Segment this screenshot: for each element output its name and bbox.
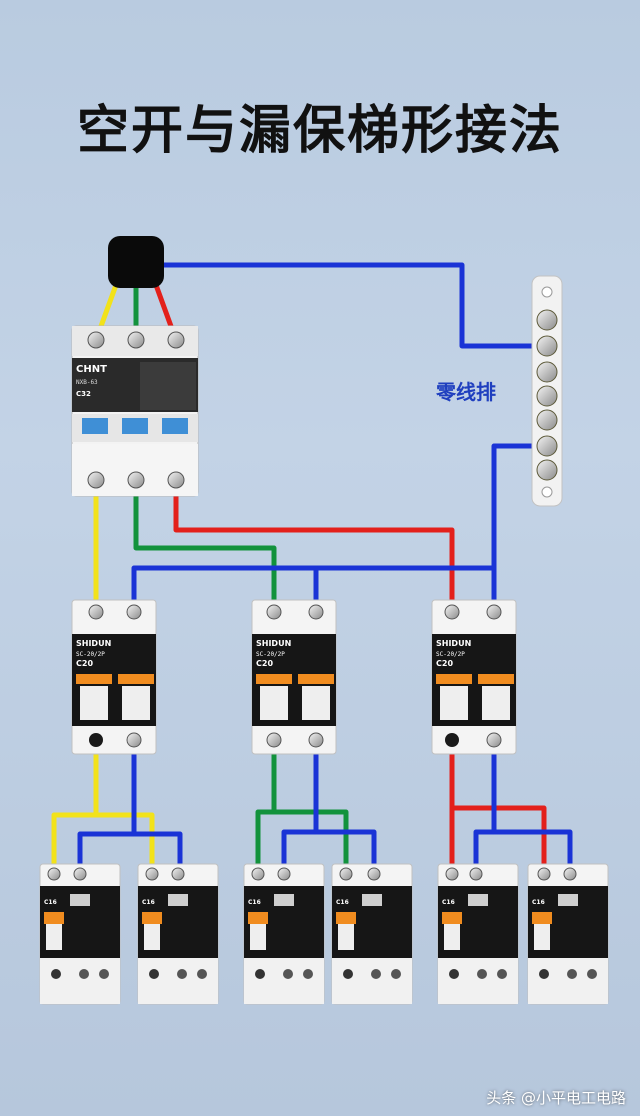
main-breaker-rating: C32: [76, 390, 91, 398]
branch-breaker-3: SHIDUN SC-20/2P C20: [431, 599, 517, 755]
rcd-breaker-4: C16: [331, 863, 413, 1005]
diagram-title: 空开与漏保梯形接法: [76, 101, 563, 161]
neutral-bus-horizontal-wire: [131, 565, 497, 615]
branch-breaker-2-model: SC-20/2P: [256, 651, 285, 658]
rcd-breaker-2: C16: [137, 863, 219, 1005]
branch3-live-rcd2-wire: [449, 805, 547, 875]
branch-breaker-2: SHIDUN SC-20/2P C20: [251, 599, 337, 755]
branch3-neutral-rcd2-wire: [491, 829, 573, 875]
red-feed-wire: [173, 477, 455, 615]
neutral-bar-terminals: [536, 309, 558, 481]
neutral-bar-label: 零线排: [436, 380, 496, 404]
branch-breaker-3-model: SC-20/2P: [436, 651, 465, 658]
branch2-neutral-rcd2-wire: [313, 829, 377, 875]
branch-breaker-1-brand: SHIDUN: [76, 639, 111, 648]
rcd-breaker-3: C16: [243, 863, 325, 1005]
main-breaker-model: NXB-63: [76, 379, 98, 386]
branch-breaker-3-rating: C20: [436, 659, 453, 668]
branch1-live-wire: [51, 737, 99, 875]
branch-breaker-1-model: SC-20/2P: [76, 651, 105, 658]
main-breaker-brand: CHNT: [76, 364, 107, 375]
watermark: 头条 @小平电工电路: [486, 1089, 626, 1107]
neutral-bus-wire: [491, 443, 549, 615]
green-feed-wire: [133, 477, 277, 615]
rcd-breaker-1: C16: [39, 863, 121, 1005]
rcd-3-rating: C16: [248, 899, 261, 906]
supply-junction-box: [108, 236, 164, 288]
branch-breaker-2-brand: SHIDUN: [256, 639, 291, 648]
branch2-live-rcd2-wire: [271, 809, 349, 875]
rcd-6-rating: C16: [532, 899, 545, 906]
rcd-breaker-6: C16: [527, 863, 609, 1005]
branch2-neutral-wire: [281, 737, 319, 875]
wires: [51, 262, 573, 875]
neutral-bar: [531, 275, 563, 507]
main-breaker: CHNT NXB-63 C32: [71, 325, 199, 497]
branch2-live-wire: [255, 737, 277, 875]
branch-breaker-1-rating: C20: [76, 659, 93, 668]
rcd-5-rating: C16: [442, 899, 455, 906]
rcd-4-rating: C16: [336, 899, 349, 906]
rcd-2-rating: C16: [142, 899, 155, 906]
rcd-1-rating: C16: [44, 899, 57, 906]
branch1-live-rcd2-wire: [93, 812, 155, 875]
branch1-neutral-rcd2-wire: [131, 831, 183, 875]
branch1-neutral-wire: [77, 737, 137, 875]
branch-breaker-3-brand: SHIDUN: [436, 639, 471, 648]
supply-neutral-wire: [161, 262, 549, 349]
branch3-neutral-wire: [473, 737, 497, 875]
branch-breaker-2-rating: C20: [256, 659, 273, 668]
branch-breaker-1: SHIDUN SC-20/2P C20: [71, 599, 157, 755]
rcd-breaker-5: C16: [437, 863, 519, 1005]
